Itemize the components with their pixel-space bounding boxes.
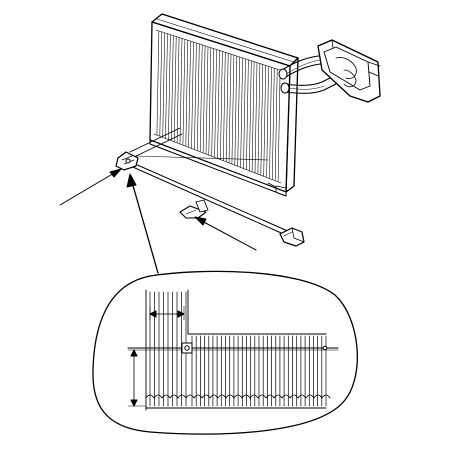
core-fin (214, 49, 217, 158)
lower-pipe-highlight (287, 85, 325, 90)
core-fin (159, 31, 163, 137)
sensor-clip-hole (125, 158, 131, 164)
core-fin (208, 47, 212, 156)
core-fin (272, 67, 275, 180)
detail-view (92, 270, 358, 435)
holder-rib (185, 209, 197, 215)
core-fin (205, 46, 209, 155)
core-fin (260, 64, 264, 176)
core-fin (257, 63, 261, 175)
core-fin (182, 39, 186, 146)
core-fin (176, 37, 180, 144)
core-fin (211, 48, 214, 157)
core-fin (173, 36, 177, 143)
core-fin (162, 32, 165, 138)
core-fin (249, 60, 252, 172)
dimension-horizontal-arrow-right (177, 310, 185, 318)
sensor-wire-upper (125, 159, 291, 233)
holder-tab (195, 199, 209, 213)
temperature-sensor-assembly (115, 127, 305, 247)
sensor-holder (179, 205, 207, 219)
core-foot (267, 182, 277, 193)
core-fin (191, 41, 194, 149)
core-fin (231, 54, 235, 165)
core-fin (237, 56, 240, 167)
core-fin (243, 58, 246, 169)
detail-sensor-tip (184, 345, 190, 351)
core-fin (277, 69, 281, 183)
core-fin (197, 43, 200, 151)
core-fin (228, 53, 232, 164)
core-fin (266, 66, 269, 178)
leader-line-sensor-clip (59, 171, 117, 206)
core-fin (199, 44, 203, 153)
core-fin (240, 57, 243, 168)
sensor-connector (279, 227, 305, 247)
dimension-vertical-arrow-top (130, 349, 138, 357)
arrow-head-sensor-holder (194, 216, 207, 226)
core-fin (254, 62, 258, 174)
top-tank-seam (156, 18, 295, 63)
core-fin (171, 35, 174, 141)
core-fin (168, 34, 171, 140)
connector-edge (291, 227, 305, 243)
upper-pipe-fitting (278, 68, 288, 80)
refrigerant-pipes (278, 39, 381, 103)
lower-pipe-fitting (280, 82, 290, 94)
flange-port-upper (335, 57, 357, 79)
upper-pipe-highlight (285, 59, 321, 75)
flange-port-lower (343, 69, 357, 88)
detail-wire-end (322, 345, 328, 351)
detail-callout-line (131, 181, 159, 274)
core-fin (188, 40, 191, 148)
arrow-head-sensor-clip (109, 168, 122, 178)
core-fin (223, 52, 226, 161)
core-fin (179, 38, 183, 145)
core-fin (269, 67, 272, 179)
upper-pipe-bottom (283, 63, 331, 79)
flange-lip (367, 61, 381, 67)
detail-tube-scallops (145, 394, 331, 399)
core-fin (263, 65, 266, 177)
core-fin (234, 55, 238, 166)
upper-pipe-top (281, 55, 331, 71)
flange-face (323, 46, 371, 91)
core-foot-right (275, 185, 287, 189)
core-fin (251, 61, 255, 173)
sensor-probe-long (135, 155, 269, 161)
core-fin (217, 50, 220, 159)
arrow-head-detail-callout (126, 173, 137, 188)
leader-line-sensor-holder (199, 219, 257, 251)
leader-lines (59, 168, 257, 274)
dimension-horizontal-arrow-left (149, 310, 157, 318)
lower-pipe-bottom (285, 83, 337, 94)
core-fin (165, 33, 168, 139)
core-fin (246, 59, 249, 170)
core-fin (225, 53, 229, 163)
core-fin (194, 42, 197, 150)
sensor-probe-lower (131, 133, 183, 159)
evaporator-fins (156, 30, 281, 183)
core-fin (220, 51, 223, 160)
core-fin (156, 30, 160, 136)
sensor-probe-upper (129, 127, 181, 153)
evaporator-core (149, 13, 299, 197)
core-fin (185, 40, 189, 147)
dimension-vertical-arrow-bottom (130, 399, 138, 407)
sensor-wire-lower (125, 163, 289, 237)
core-fin (274, 68, 278, 182)
connector-rib (283, 231, 293, 237)
core-fin (202, 45, 206, 154)
lower-pipe-top (283, 75, 335, 86)
